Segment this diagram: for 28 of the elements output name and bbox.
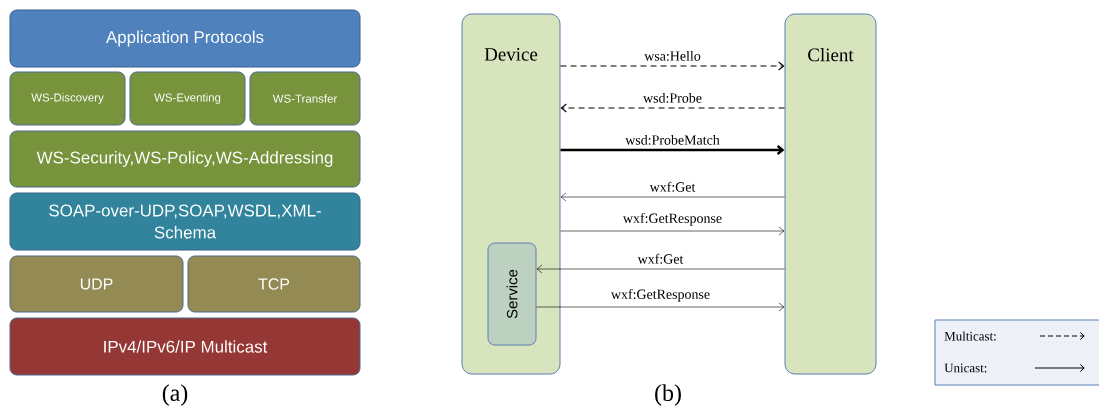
arrow	[536, 302, 785, 312]
edge-label: wxf:GetResponse	[609, 288, 712, 303]
arrow	[560, 192, 785, 202]
legend-text: Multicast:	[944, 331, 996, 341]
arrow	[536, 264, 785, 274]
edge-label: wxf:GetResponse	[621, 212, 724, 227]
edge-label: wxf:Get	[648, 180, 697, 193]
arrow	[560, 103, 786, 113]
protocol-box: WS-Discovery	[9, 71, 126, 126]
edge-label: wsd:Probe	[642, 91, 703, 104]
protocol-layer-box: WS-Security,WS-Policy,WS-Addressing	[9, 130, 361, 188]
panel-label: (b)	[655, 384, 681, 406]
protocol-layer-box: Application Protocols	[9, 9, 361, 68]
service-box: Service	[487, 242, 537, 346]
legend-text: Unicast:	[944, 363, 987, 373]
client-lifeline-box: Client	[784, 13, 877, 375]
arrow	[559, 61, 785, 71]
protocol-box: TCP	[187, 255, 361, 313]
arrow	[560, 145, 785, 155]
protocol-box: WS-Eventing	[129, 71, 246, 126]
edge-label: wsa:Hello	[643, 49, 702, 62]
protocol-box: WS-Transfer	[249, 71, 361, 126]
protocol-box: UDP	[9, 255, 184, 313]
edge-label: wsd:ProbeMatch	[624, 133, 721, 146]
protocol-layer-box: IPv4/IPv6/IP Multicast	[9, 317, 361, 376]
arrow	[560, 226, 785, 236]
protocol-layer-box: SOAP-over-UDP,SOAP,WSDL,XML-Schema	[9, 192, 361, 251]
edge-label: wxf:Get	[636, 252, 685, 265]
